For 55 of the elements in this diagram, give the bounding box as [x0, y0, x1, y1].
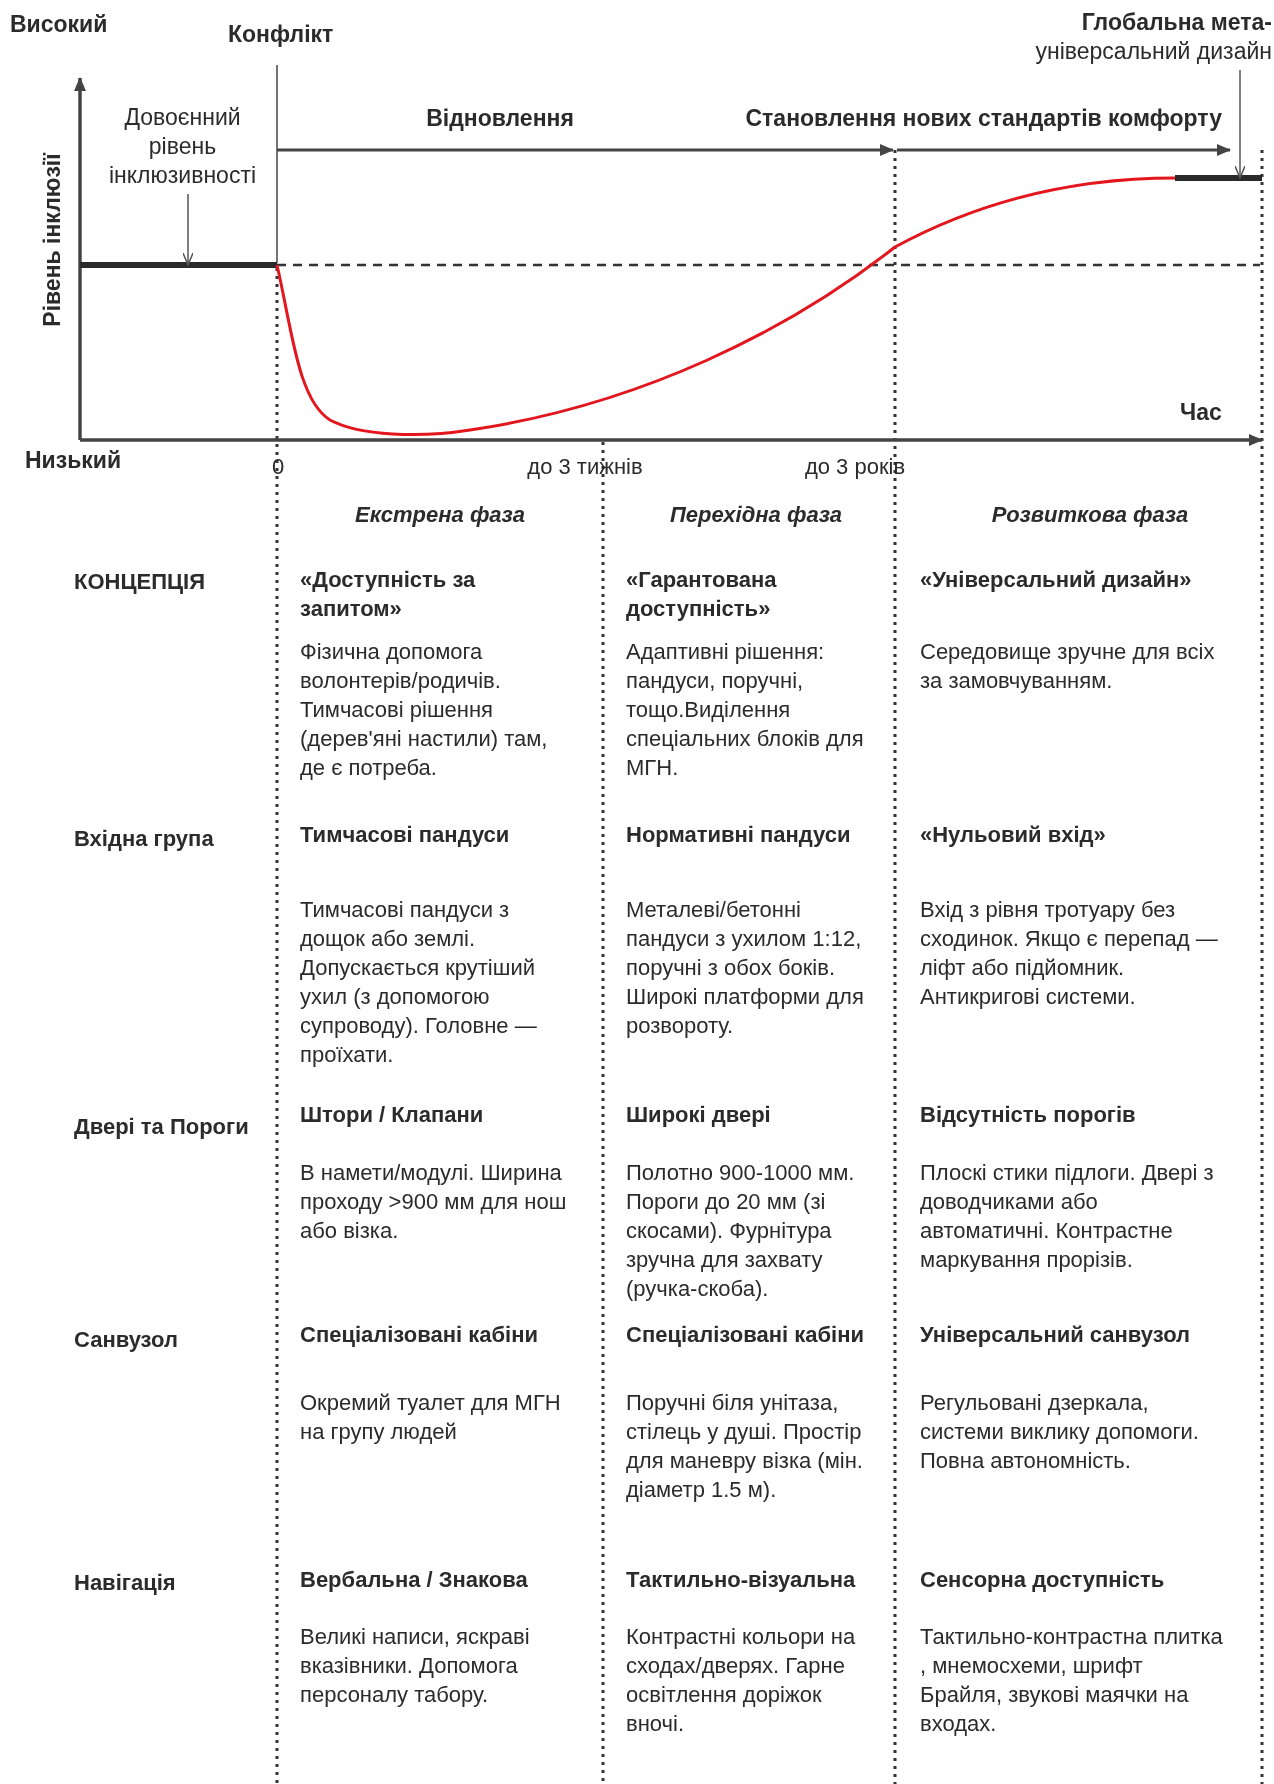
- level-bar: [1175, 175, 1262, 181]
- row-heading: Двері та Пороги: [74, 1113, 250, 1141]
- cell-text: В намети/модулі. Ширина проходу >900 мм для нош або візка.: [300, 1159, 568, 1245]
- cell-text: Середовище зручне для всіх за замовчуванням.: [920, 638, 1216, 695]
- cell-heading: Штори / Клапани: [300, 1101, 485, 1129]
- row-heading: Санвузол: [74, 1326, 179, 1354]
- event-label: Конфлікт: [228, 20, 335, 49]
- cell-heading: Нормативні пандуси: [626, 821, 852, 849]
- cell-heading: «Гарантована доступність»: [626, 566, 778, 623]
- cell-text: Великі написи, яскраві вказівники. Допомога персоналу табору.: [300, 1623, 531, 1709]
- cell-text: Плоскі стики підлоги. Двері з доводчиками або автоматичні. Контрастне маркування прорізів.: [920, 1159, 1215, 1274]
- cell-heading: «Доступність за запитом»: [300, 566, 477, 623]
- leader-line: [182, 193, 194, 266]
- inclusion-curve: [275, 176, 1176, 436]
- callout-text: Глобальна мета- універсальний дизайн: [920, 8, 1272, 66]
- level-bar: [80, 262, 277, 268]
- period-label: Відновлення: [425, 104, 575, 133]
- cell-text: Тимчасові пандуси з дощок або землі. Допускається крутіший ухил (з допомогою супроводу). Головне — проїхати.: [300, 896, 538, 1069]
- cell-heading: Відсутність порогів: [920, 1101, 1137, 1129]
- column-heading: Розвиткова фаза: [990, 501, 1190, 529]
- axis-title: Рівень інклюзії: [37, 153, 66, 327]
- row-heading: КОНЦЕПЦІЯ: [74, 568, 206, 596]
- row-heading: Навігація: [74, 1569, 177, 1597]
- cell-text: Регульовані дзеркала, системи виклику допомоги. Повна автономність.: [920, 1389, 1200, 1475]
- cell-text: Металеві/бетонні пандуси з ухилом 1:12, поручні з обох боків. Широкі платформи для розвороту.: [626, 896, 865, 1040]
- cell-text: Поручні біля унітаза, стілець у душі. Простір для маневру візка (мін. діаметр 1.5 м).: [626, 1389, 864, 1504]
- column-heading: Екстрена фаза: [353, 501, 527, 529]
- column-heading: Перехідна фаза: [668, 501, 844, 529]
- cell-text: Тактильно-контрастна плитка , мнемосхеми, шрифт Брайля, звукові маячки на входах.: [920, 1623, 1224, 1738]
- axis-label: Час: [1180, 398, 1223, 427]
- cell-heading: Тимчасові пандуси: [300, 821, 511, 849]
- cell-text: Вхід з рівня тротуару без сходинок. Якщо є перепад — ліфт або підйомник. Антикригові системи.: [920, 896, 1219, 1011]
- cell-heading: Спеціалізовані кабіни: [300, 1321, 539, 1349]
- period-label: Становлення нових стандартів комфорту: [744, 104, 1222, 133]
- axis-label: Низький: [25, 446, 123, 475]
- cell-heading: Сенсорна доступність: [920, 1566, 1166, 1594]
- cell-text: Окремий туалет для МГН на групу людей: [300, 1389, 562, 1446]
- cell-heading: «Нульовий вхід»: [920, 821, 1107, 849]
- cell-text: Контрастні кольори на сходах/дверях. Гарне освітлення доріжок вночі.: [626, 1623, 857, 1738]
- cell-heading: Тактильно-візуальна: [626, 1566, 857, 1594]
- tick-label: 0: [270, 453, 286, 481]
- cell-text: Фізична допомога волонтерів/родичів. Тимчасові рішення (дерев'яні настили) там, де є потреба.: [300, 638, 549, 782]
- callout-text: Довоєнний рівень інклюзивності: [100, 103, 265, 190]
- axis-label: Високий: [10, 10, 109, 39]
- cell-text: Полотно 900-1000 мм. Пороги до 20 мм (зі скосами). Фурнітура зручна для захвату (ручка-скоба).: [626, 1159, 856, 1303]
- cell-text: Адаптивні рішення: пандуси, поручні, тощо.Виділення спеціальних блоків для МГН.: [626, 638, 865, 782]
- cell-heading: Широкі двері: [626, 1101, 772, 1129]
- cell-heading: «Універсальний дизайн»: [920, 566, 1193, 594]
- cell-heading: Універсальний санвузол: [920, 1321, 1192, 1349]
- leader-line: [1234, 69, 1246, 179]
- cell-heading: Вербальна / Знакова: [300, 1566, 529, 1594]
- cell-heading: Спеціалізовані кабіни: [626, 1321, 865, 1349]
- tick-label: до 3 років: [803, 453, 907, 481]
- tick-label: до 3 тижнів: [526, 453, 644, 481]
- row-heading: Вхідна група: [74, 825, 215, 853]
